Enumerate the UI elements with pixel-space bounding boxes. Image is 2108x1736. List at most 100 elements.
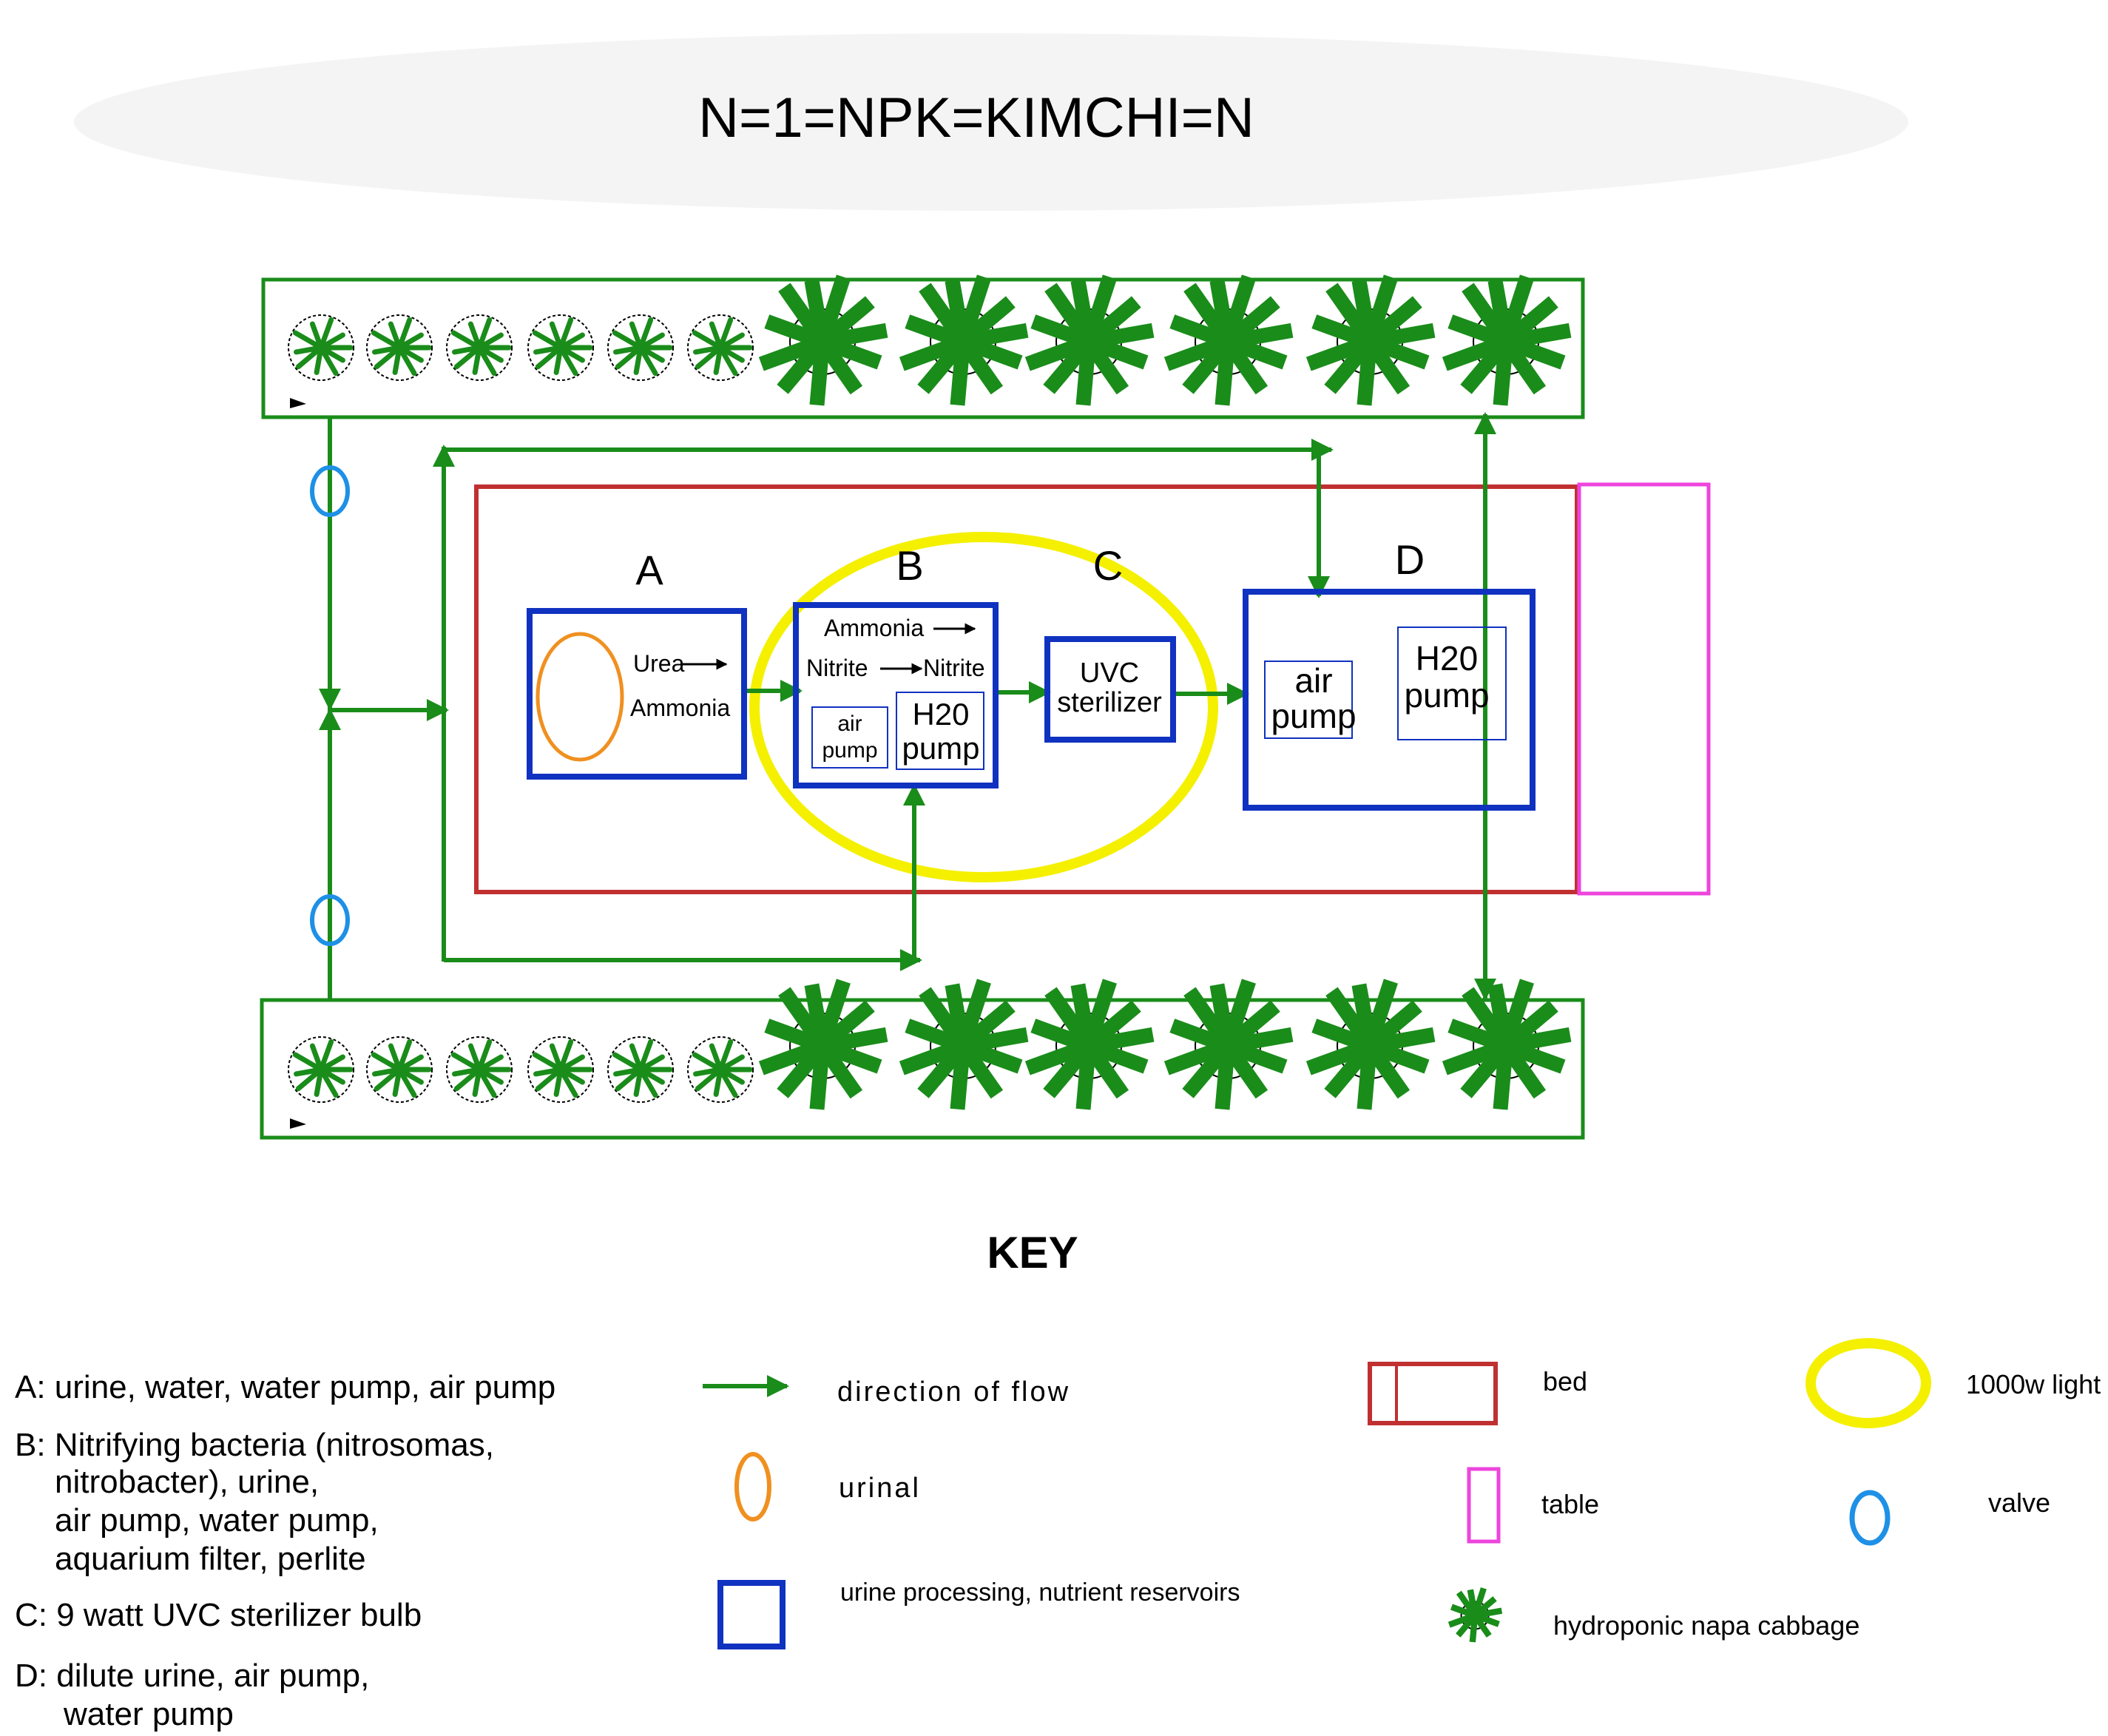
unit-d-letter: D — [1395, 536, 1425, 583]
svg-text:bed: bed — [1543, 1366, 1587, 1396]
svg-text:urine processing, nutrient res: urine processing, nutrient reservoirs — [840, 1578, 1240, 1607]
seedling-icon — [607, 1036, 674, 1103]
cabbage-icon — [1024, 274, 1155, 406]
legend-table: table — [1467, 1467, 1599, 1544]
svg-text:pump: pump — [1404, 676, 1489, 715]
cabbage-icon — [1442, 979, 1572, 1110]
key-desc-d: D: dilute urine, air pump, — [15, 1658, 369, 1694]
unit-b-ammonia: Ammonia — [824, 615, 924, 641]
unit-d-box — [1243, 589, 1536, 811]
svg-text:1000w light: 1000w light — [1966, 1369, 2101, 1399]
unit-a-urea: Urea — [633, 650, 685, 677]
unit-b-nitrite-right: Nitrite — [923, 655, 985, 681]
legend-bed: bed — [1368, 1362, 1587, 1425]
bed — [474, 484, 1579, 894]
key-desc-c: C: 9 watt UVC sterilizer bulb — [15, 1597, 422, 1633]
unit-a-ammonia: Ammonia — [630, 695, 730, 721]
title-cloud — [74, 33, 1908, 211]
unit-a-letter: A — [635, 547, 663, 593]
key-heading: KEY — [987, 1228, 1078, 1277]
svg-text:direction of flow: direction of flow — [837, 1377, 1070, 1408]
unit-b-air-pump — [811, 706, 888, 769]
table-icon — [1467, 1467, 1501, 1544]
unit-c-letter: C — [1093, 542, 1123, 589]
cabbage-icon — [1163, 274, 1294, 406]
seedling-icon — [607, 314, 674, 381]
cabbage-icon — [899, 979, 1029, 1110]
valve[interactable] — [310, 465, 350, 517]
seedling-row-bottom — [288, 1036, 754, 1103]
svg-text:sterilizer: sterilizer — [1057, 687, 1162, 718]
seedling-icon — [366, 314, 433, 381]
unit-c-box — [1044, 636, 1176, 743]
cabbage-row-top — [758, 274, 1572, 406]
legend-cabbage: hydroponic napa cabbage — [1447, 1587, 1859, 1643]
key-desc-d: water pump — [63, 1696, 234, 1732]
seedling-icon — [687, 314, 754, 381]
page-title: N=1=NPK=KIMCHI=N — [698, 87, 1254, 149]
svg-text:air: air — [837, 712, 862, 736]
seedling-icon — [527, 314, 594, 381]
key-desc-b: nitrobacter), urine, — [55, 1464, 319, 1500]
key-desc-b: B: Nitrifying bacteria (nitrosomas, — [15, 1427, 494, 1463]
reservoir-icon — [717, 1580, 786, 1649]
top-tray — [261, 277, 1585, 419]
key-desc-a: A: urine, water, water pump, air pump — [15, 1369, 555, 1405]
valve[interactable] — [310, 894, 350, 946]
seedling-icon — [446, 1036, 513, 1103]
legend-urinal: urinal — [734, 1452, 921, 1521]
cabbage-icon — [1305, 274, 1436, 406]
svg-text:H20: H20 — [1416, 639, 1478, 678]
svg-text:H20: H20 — [912, 697, 969, 732]
unit-b-water-pump — [896, 692, 984, 770]
legend-reservoir: urine processing, nutrient reservoirs — [717, 1578, 1240, 1649]
cabbage-icon — [1024, 979, 1155, 1110]
unit-b-box — [793, 602, 999, 788]
key-descriptions: A: urine, water, water pump, air pump B:… — [15, 1369, 555, 1732]
seedling-icon — [527, 1036, 594, 1103]
svg-text:pump: pump — [1271, 697, 1356, 735]
seedling-row-top — [288, 314, 754, 381]
unit-b-letter: B — [896, 542, 923, 589]
svg-text:pump: pump — [822, 738, 877, 763]
cabbage-row-bottom — [758, 979, 1572, 1110]
light-icon — [1805, 1338, 1931, 1428]
unit-a: A Urea Ammonia — [527, 547, 747, 780]
seedling-icon — [446, 314, 513, 381]
svg-text:hydroponic napa cabbage: hydroponic napa cabbage — [1553, 1610, 1859, 1641]
seedling-icon — [288, 1036, 354, 1103]
legend-flow: direction of flow — [703, 1375, 1070, 1408]
seedling-icon — [687, 1036, 754, 1103]
svg-text:air: air — [1294, 661, 1332, 700]
cabbage-icon — [1442, 274, 1572, 406]
bed-icon — [1368, 1362, 1498, 1425]
svg-text:UVC: UVC — [1080, 658, 1139, 689]
unit-b: B Ammonia Nitrite Nitrite air pump H20 p… — [793, 542, 999, 788]
valve-icon — [1849, 1490, 1891, 1546]
key-desc-b: air pump, water pump, — [55, 1502, 379, 1539]
svg-text:table: table — [1541, 1489, 1599, 1519]
svg-text:urinal: urinal — [839, 1473, 921, 1504]
table — [1577, 482, 1711, 896]
unit-a-box — [527, 608, 747, 780]
urinal-icon — [734, 1452, 771, 1521]
legend-valve: valve — [1849, 1487, 2050, 1546]
legend-light: 1000w light — [1805, 1338, 2101, 1428]
cabbage-icon — [1163, 979, 1294, 1110]
svg-text:pump: pump — [902, 731, 979, 766]
light-ellipse — [749, 532, 1218, 882]
unit-d: D air pump H20 pump — [1243, 536, 1536, 811]
seedling-icon — [366, 1036, 433, 1103]
urinal — [536, 632, 624, 762]
cabbage-icon — [899, 274, 1029, 406]
cabbage-icon — [1305, 979, 1436, 1110]
unit-d-water-pump — [1397, 626, 1507, 740]
key-desc-b: aquarium filter, perlite — [55, 1541, 366, 1577]
cabbage-icon — [1447, 1587, 1503, 1643]
unit-d-air-pump — [1264, 661, 1353, 739]
unit-c: C UVC sterilizer — [1044, 542, 1176, 743]
svg-text:valve: valve — [1988, 1487, 2050, 1518]
cabbage-icon — [1447, 1587, 1503, 1643]
seedling-icon — [288, 314, 354, 381]
cabbage-icon — [758, 274, 888, 406]
